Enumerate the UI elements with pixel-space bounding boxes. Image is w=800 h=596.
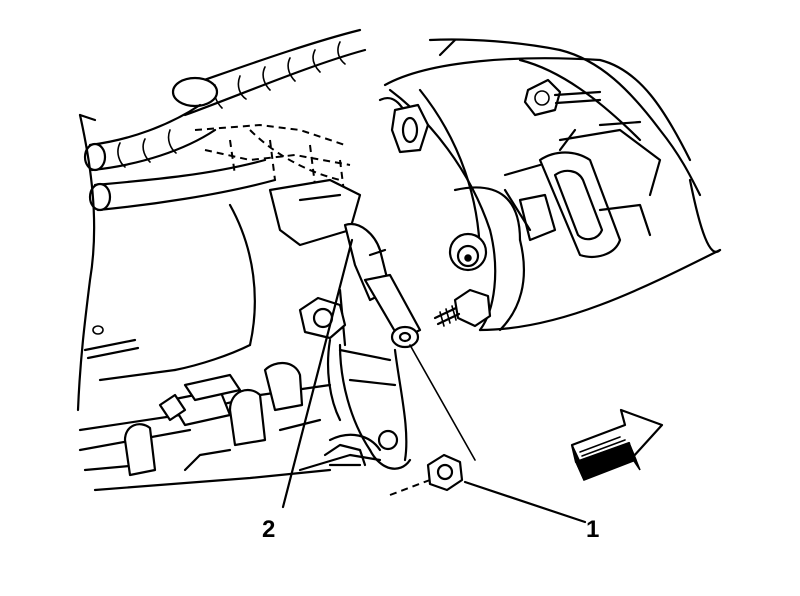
transmission-housing (378, 38, 722, 332)
leader-line-1 (463, 480, 587, 524)
leader-lines (281, 238, 587, 524)
engine-block (76, 113, 382, 492)
leader-line-2 (281, 238, 354, 509)
callout-label-2: 2 (262, 516, 275, 543)
sensor-bracket (268, 103, 430, 470)
fastener-nut (389, 344, 476, 496)
front-arrow-icon (570, 408, 664, 481)
callout-label-1: 1 (586, 516, 599, 543)
